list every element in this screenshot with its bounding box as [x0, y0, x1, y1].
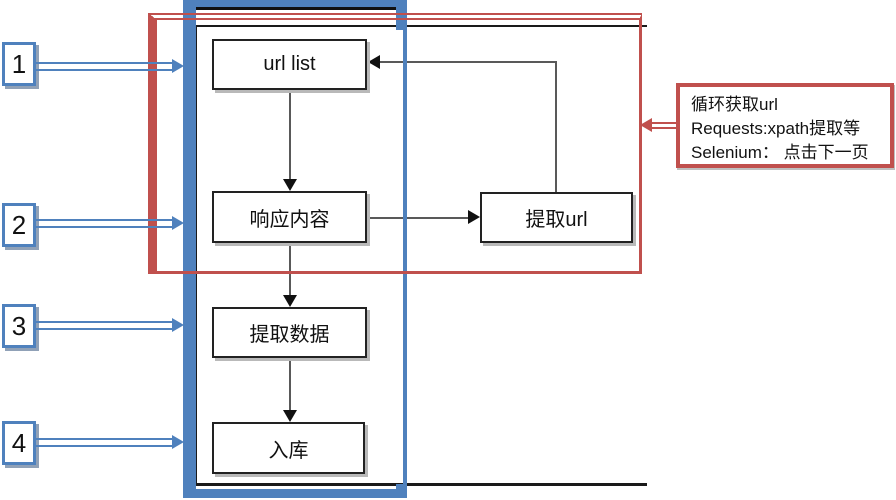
arrow-response-to-extractdata-line	[289, 243, 291, 295]
arrow-response-to-extractdata-head	[283, 295, 297, 307]
node-extract-url-label: 提取url	[525, 209, 588, 231]
node-extract-data-label: 提取数据	[249, 324, 330, 346]
arrow-extractdata-to-store-head	[283, 410, 297, 422]
annotation-connector-line-bottom	[651, 127, 677, 129]
step-3-connector-arrowhead	[172, 318, 184, 332]
annotation-connector-line-top	[651, 122, 677, 124]
step-4-connector-arrowhead	[172, 435, 184, 449]
step-marker-1-label: 1	[11, 48, 27, 79]
node-extract-url: 提取url	[480, 192, 633, 243]
step-4-connector	[36, 438, 174, 447]
arrow-extractdata-to-store-line	[289, 358, 291, 410]
step-2-connector	[36, 219, 174, 228]
step-marker-3: 3	[2, 304, 36, 348]
step-marker-3-label: 3	[11, 310, 27, 341]
arrow-response-to-extracturl-head	[468, 210, 480, 224]
node-response-content-label: 响应内容	[249, 208, 330, 231]
step-1-connector-arrowhead	[172, 59, 184, 73]
loop-annotation-box: 循环获取url Requests:xpath提取等 Selenium： 点击下一…	[676, 83, 894, 168]
blue-bracket-corner-bottom-right	[396, 484, 407, 498]
loop-arrow-vertical-line	[555, 61, 557, 192]
blue-bar-shadow-line	[196, 7, 404, 10]
red-loop-region-outline	[148, 13, 642, 274]
arrow-urllist-to-response-head	[283, 179, 297, 191]
step-marker-2: 2	[2, 203, 36, 247]
node-store-db: 入库	[212, 422, 365, 474]
node-store-db-label: 入库	[268, 439, 309, 462]
annotation-line-2: Requests:xpath提取等	[691, 119, 861, 138]
annotation-line-3: Selenium： 点击下一页	[691, 143, 869, 162]
step-3-connector	[36, 321, 174, 330]
step-marker-1: 1	[2, 42, 36, 86]
step-marker-4: 4	[2, 421, 36, 465]
step-marker-4-label: 4	[11, 427, 27, 458]
arrow-response-to-extracturl-line	[367, 217, 468, 219]
step-1-connector	[36, 62, 174, 71]
node-url-list-label: url list	[263, 53, 316, 75]
step-2-connector-arrowhead	[172, 216, 184, 230]
annotation-connector-arrowhead	[640, 118, 652, 132]
annotation-line-1: 循环获取url	[691, 95, 778, 114]
blue-highlight-bracket	[183, 0, 407, 498]
arrow-urllist-to-response-line	[289, 90, 291, 179]
loop-arrow-head	[368, 55, 380, 69]
step-marker-2-label: 2	[11, 209, 27, 240]
node-url-list: url list	[212, 39, 367, 90]
node-response-content: 响应内容	[212, 191, 367, 243]
diagram-canvas	[195, 25, 647, 486]
node-extract-data: 提取数据	[212, 307, 367, 358]
loop-arrow-horizontal-line	[379, 61, 557, 63]
